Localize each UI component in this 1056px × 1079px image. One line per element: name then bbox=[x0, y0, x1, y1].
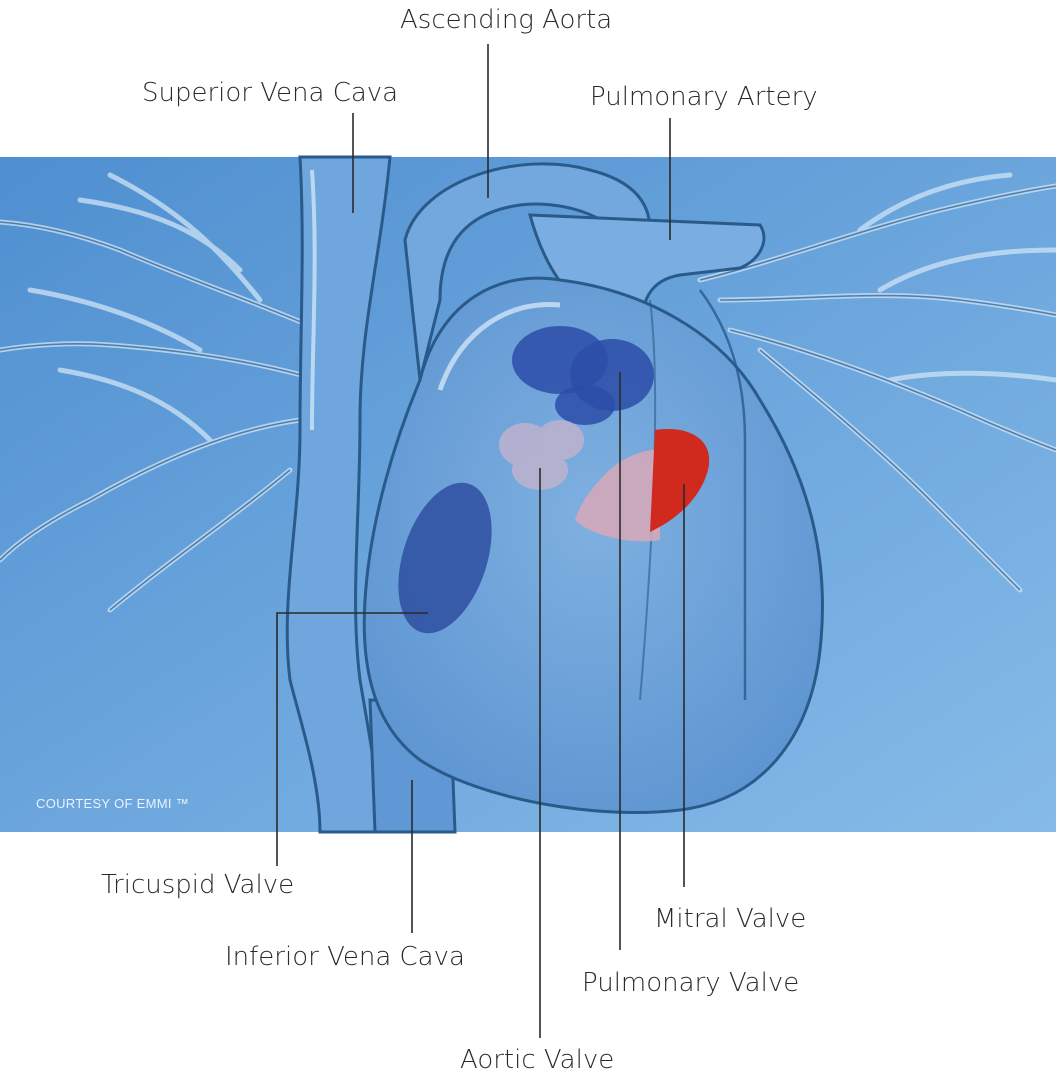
label-aortic-valve: Aortic Valve bbox=[460, 1047, 614, 1073]
image-credit: COURTESY OF EMMI ™ bbox=[36, 796, 189, 811]
label-superior-vena-cava: Superior Vena Cava bbox=[142, 80, 398, 106]
label-ascending-aorta: Ascending Aorta bbox=[400, 7, 612, 33]
label-tricuspid-valve: Tricuspid Valve bbox=[101, 872, 294, 898]
label-pulmonary-valve: Pulmonary Valve bbox=[582, 970, 799, 996]
label-mitral-valve: Mitral Valve bbox=[654, 906, 806, 932]
label-pulmonary-artery: Pulmonary Artery bbox=[590, 84, 818, 110]
label-inferior-vena-cava: Inferior Vena Cava bbox=[225, 944, 465, 970]
